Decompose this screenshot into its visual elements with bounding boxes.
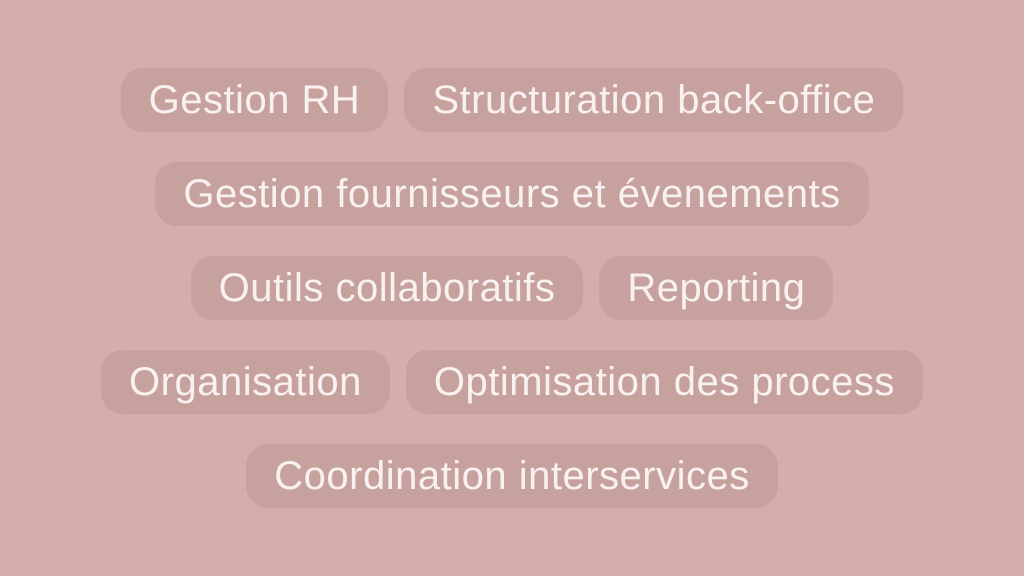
tag-gestion-fournisseurs-evenements: Gestion fournisseurs et évenements [155, 162, 869, 226]
tag-row-3: Outils collaboratifs Reporting [190, 256, 834, 320]
tag-row-4: Organisation Optimisation des process [101, 350, 923, 414]
tag-structuration-back-office: Structuration back-office [404, 68, 904, 132]
tag-row-2: Gestion fournisseurs et évenements [155, 162, 869, 226]
tag-coordination-interservices: Coordination interservices [246, 444, 778, 508]
tag-row-5: Coordination interservices [246, 444, 778, 508]
tag-gestion-rh: Gestion RH [120, 68, 389, 132]
tag-organisation: Organisation [101, 350, 390, 414]
tag-row-1: Gestion RH Structuration back-office [120, 68, 904, 132]
tag-outils-collaboratifs: Outils collaboratifs [190, 256, 584, 320]
tag-optimisation-des-process: Optimisation des process [405, 350, 923, 414]
tag-reporting: Reporting [599, 256, 834, 320]
